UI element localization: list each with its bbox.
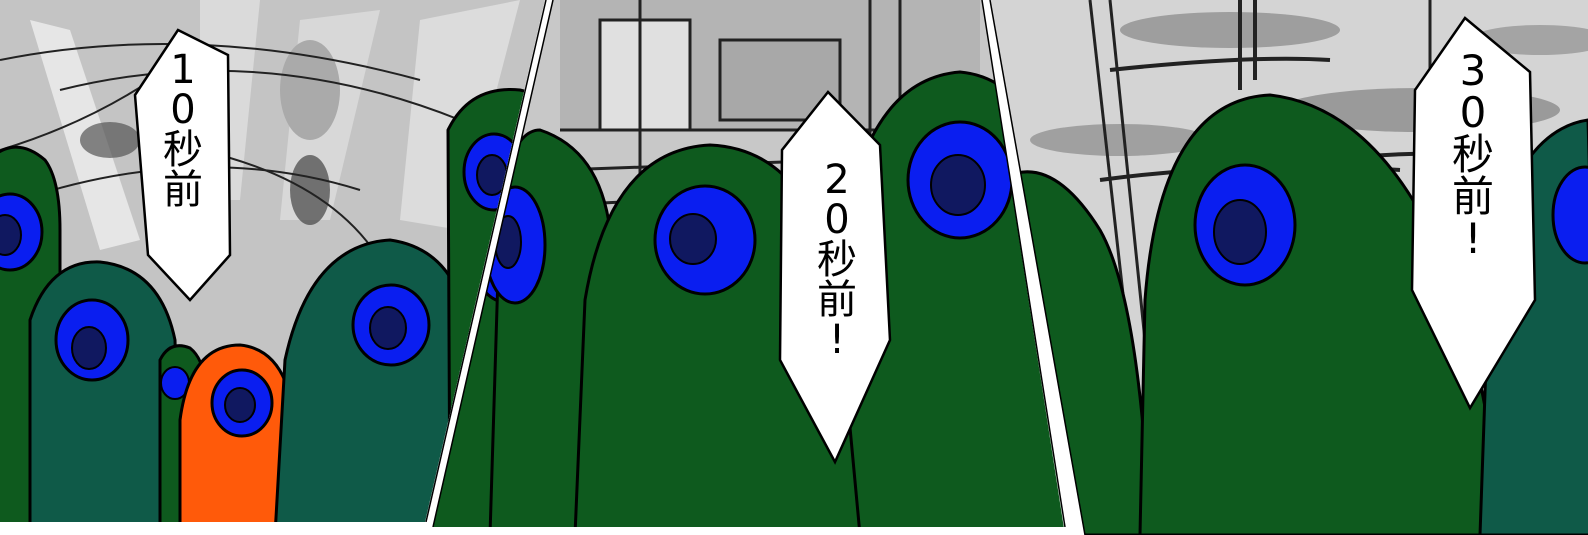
- bubble-2-char: !: [828, 317, 846, 363]
- bubble-3-char: 秒: [1451, 130, 1494, 179]
- bubble-1-char: 0: [170, 87, 196, 133]
- panel-3: [990, 0, 1588, 535]
- bubble-2-char: 前: [817, 277, 857, 323]
- gutter-1: [425, 0, 553, 527]
- bubble-2-char: 0: [824, 197, 850, 243]
- speech-bubble-3-text: 3 0 秒 前 !: [1438, 50, 1508, 260]
- bubble-2-char: 秒: [817, 237, 857, 283]
- bubble-3-char: 前: [1451, 172, 1494, 221]
- bubble-2-char: 2: [824, 157, 850, 203]
- bubble-3-char: !: [1464, 214, 1482, 263]
- bubble-3-char: 3: [1459, 46, 1487, 95]
- bubble-1-char: 前: [163, 167, 203, 213]
- speech-bubble-3-shape: [1410, 16, 1537, 411]
- panel-2: [433, 0, 1065, 527]
- bubble-1-char: 1: [170, 47, 196, 93]
- speech-bubble-2-text: 2 0 秒 前 !: [802, 160, 872, 360]
- bubble-3-char: 0: [1459, 88, 1487, 137]
- speech-bubble-1-shape: [133, 28, 232, 302]
- speech-bubble-2-shape: [778, 90, 892, 465]
- panel-1: [0, 0, 545, 522]
- bubble-1-char: 秒: [163, 127, 203, 173]
- speech-bubble-1-text: 1 0 秒 前: [148, 50, 218, 210]
- gutter-2: [982, 0, 1085, 535]
